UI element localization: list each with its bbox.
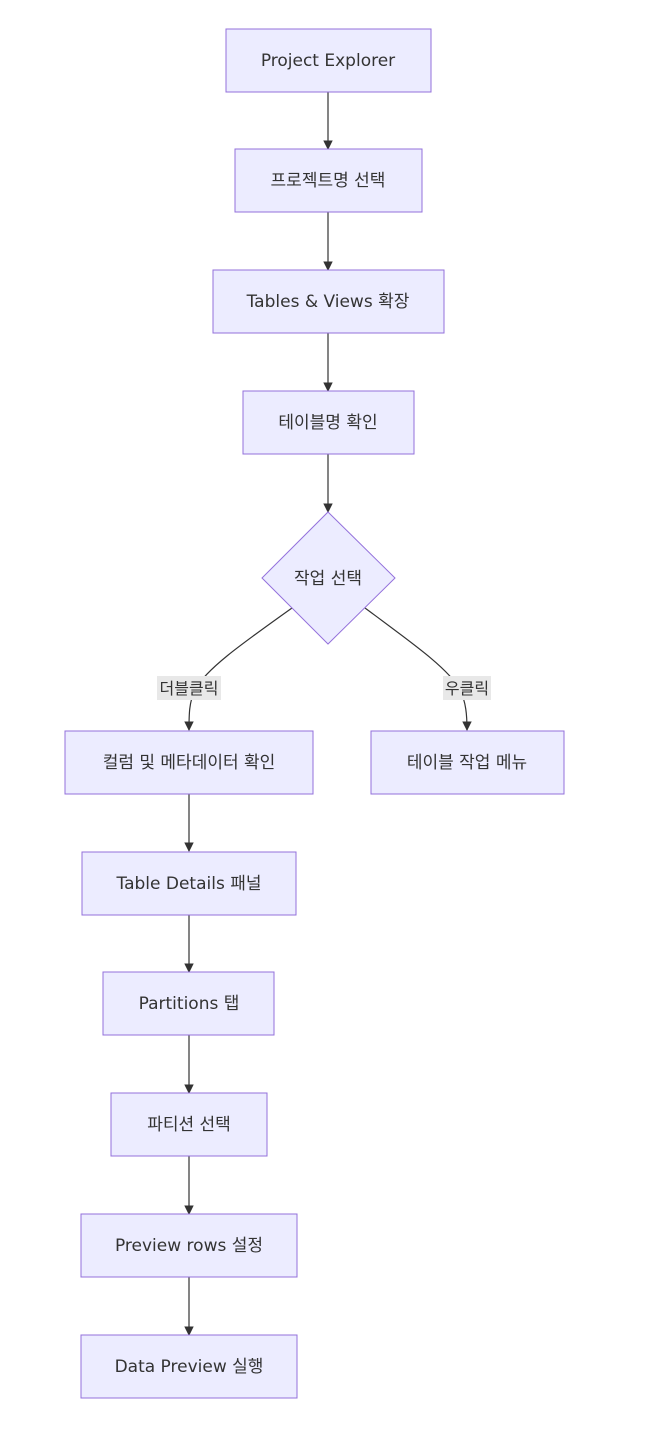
node-label: 작업 선택 (294, 569, 362, 589)
edge-label-right-click: 우클릭 (443, 676, 491, 700)
node-check-columns[interactable]: 컬럼 및 메타데이터 확인 (64, 730, 314, 795)
edge-choose-action-to-table-menu (364, 607, 472, 731)
node-label: 파티션 선택 (147, 1115, 231, 1135)
node-label: Tables & Views 확장 (246, 292, 410, 312)
node-label: 테이블 작업 메뉴 (407, 753, 527, 773)
node-choose-action[interactable]: 작업 선택 (261, 511, 396, 645)
node-label: Preview rows 설정 (115, 1236, 263, 1256)
svg-text:우클릭: 우클릭 (445, 679, 489, 698)
node-project-explorer[interactable]: Project Explorer (225, 28, 432, 93)
node-label: Project Explorer (261, 51, 395, 71)
node-label: 컬럼 및 메타데이터 확인 (103, 753, 276, 773)
node-label: Table Details 패널 (116, 874, 262, 894)
node-select-partition[interactable]: 파티션 선택 (110, 1092, 268, 1157)
node-select-project[interactable]: 프로젝트명 선택 (234, 148, 423, 213)
edge-choose-action-to-check-columns (184, 607, 293, 731)
node-table-menu[interactable]: 테이블 작업 메뉴 (370, 730, 565, 795)
node-partitions-tab[interactable]: Partitions 탭 (102, 971, 275, 1036)
edge-label-double-click: 더블클릭 (157, 676, 221, 700)
node-check-table[interactable]: 테이블명 확인 (242, 390, 415, 455)
node-label: Data Preview 실행 (115, 1357, 264, 1377)
node-table-details[interactable]: Table Details 패널 (81, 851, 297, 916)
node-data-preview[interactable]: Data Preview 실행 (80, 1334, 298, 1399)
node-label: 프로젝트명 선택 (271, 171, 386, 191)
node-label: Partitions 탭 (139, 994, 240, 1014)
svg-text:더블클릭: 더블클릭 (160, 679, 219, 698)
node-expand-tables[interactable]: Tables & Views 확장 (212, 269, 445, 334)
node-preview-rows[interactable]: Preview rows 설정 (80, 1213, 298, 1278)
node-label: 테이블명 확인 (278, 413, 377, 433)
